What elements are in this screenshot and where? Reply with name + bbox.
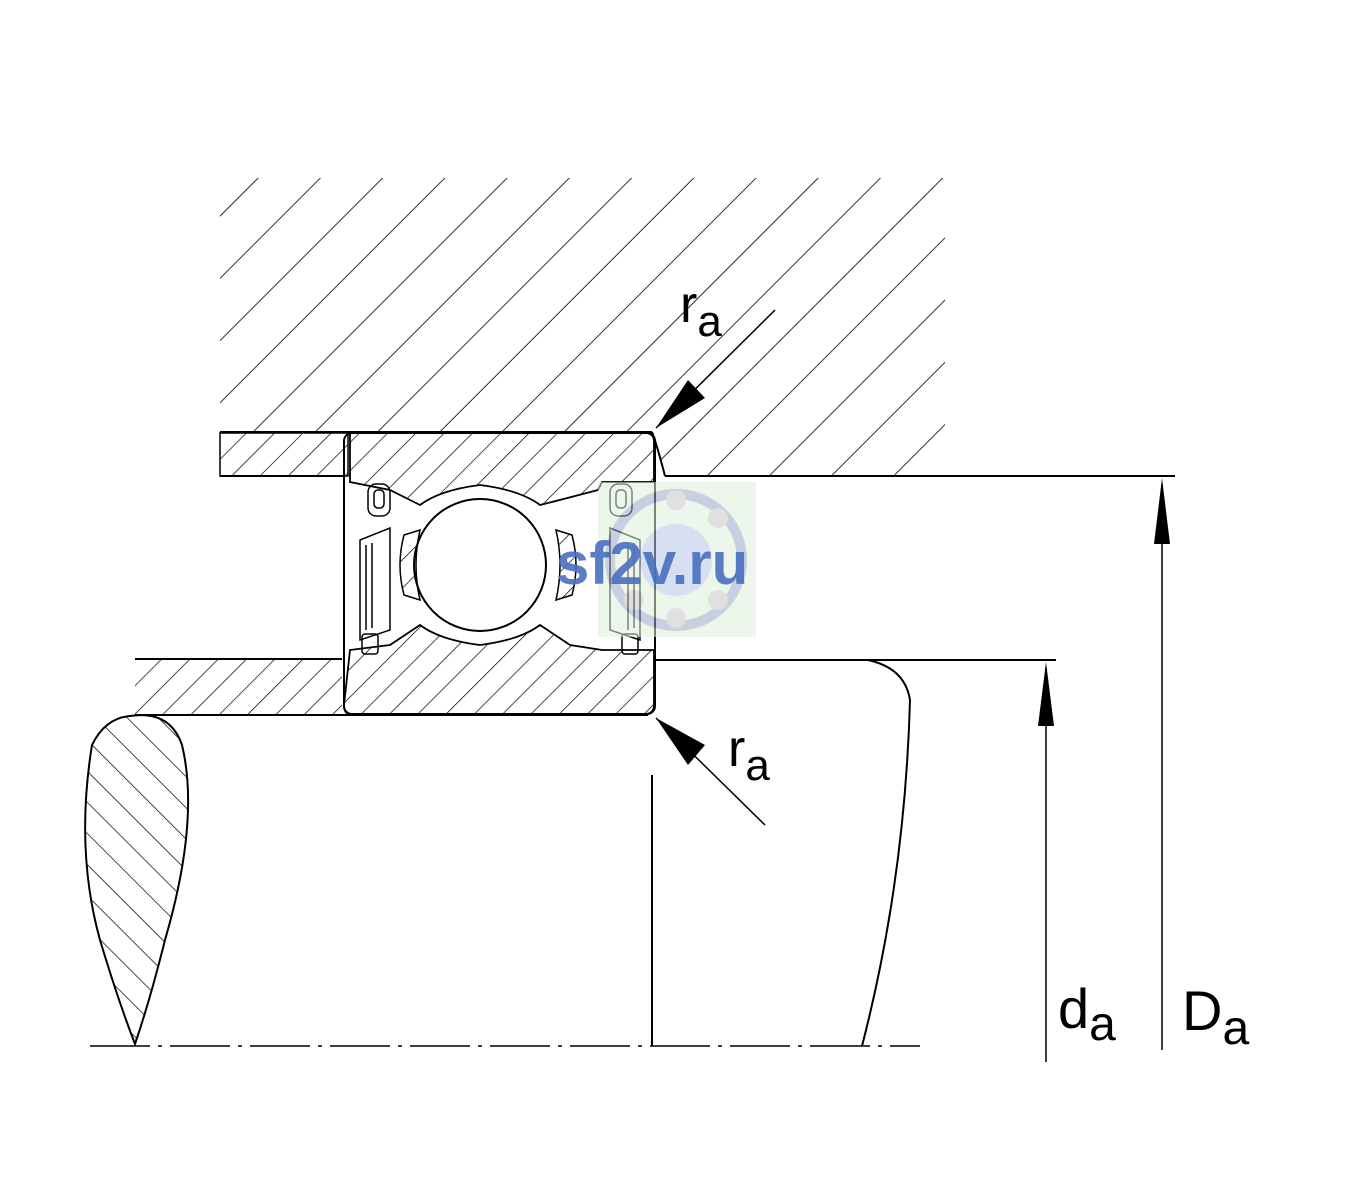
inner-ring <box>343 623 655 715</box>
watermark-text: sf2v.ru <box>556 530 748 597</box>
label-ra-top: ra <box>680 276 722 346</box>
ball <box>413 498 547 632</box>
outer-ring <box>219 432 655 507</box>
ra-bottom-leader <box>655 717 766 826</box>
shaft-section <box>84 714 190 1047</box>
label-ra-bottom: ra <box>728 720 770 790</box>
Da-dimension <box>1154 478 1170 1050</box>
watermark-logo <box>598 482 756 637</box>
da-dimension <box>1038 662 1054 1062</box>
housing <box>220 178 945 477</box>
cage <box>399 528 577 602</box>
ra-top-leader <box>655 309 776 429</box>
label-da: da <box>1058 977 1116 1051</box>
shaft-contour <box>651 659 1056 1047</box>
label-Da: Da <box>1182 979 1249 1055</box>
left-seal <box>359 483 391 655</box>
